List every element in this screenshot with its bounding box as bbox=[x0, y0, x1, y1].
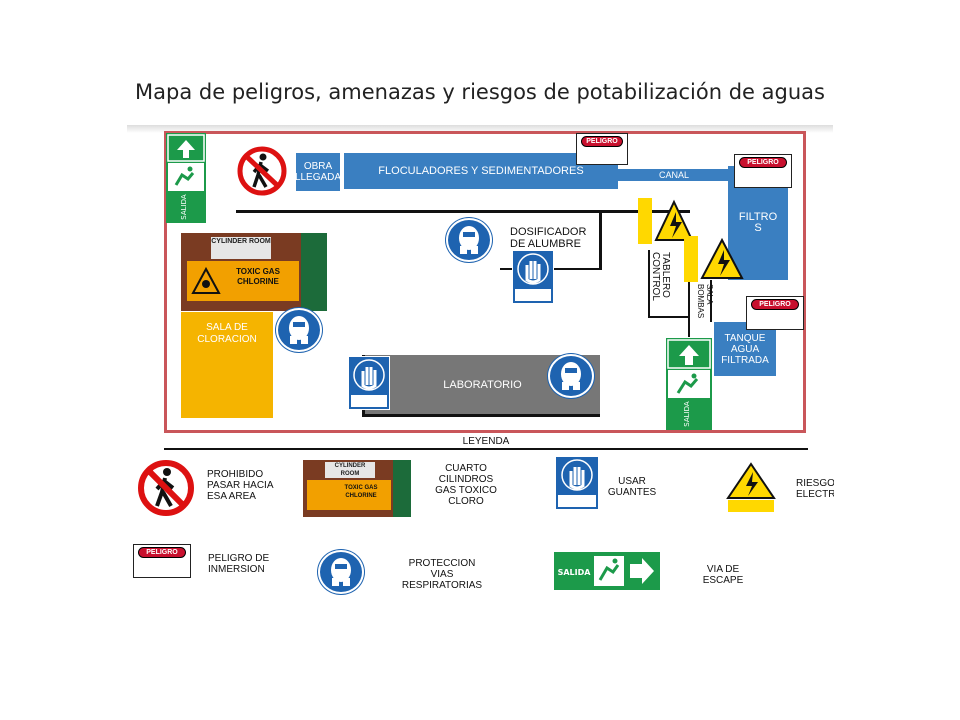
legend-gloves-icon bbox=[555, 456, 599, 510]
respirator-mask-icon bbox=[446, 218, 492, 262]
drowning-danger-sign: PELIGRO bbox=[576, 133, 628, 165]
exit-sign-vertical-left: SALIDA bbox=[166, 133, 206, 223]
toxic-gas-label: TOXIC GAS CHLORINE bbox=[344, 485, 378, 499]
danger-label: PELIGRO bbox=[739, 157, 787, 168]
respirator-mask-icon bbox=[276, 308, 322, 352]
danger-label: PELIGRO bbox=[138, 547, 186, 558]
svg-text:SALIDA: SALIDA bbox=[180, 194, 188, 220]
electrical-risk-icon bbox=[684, 236, 744, 282]
cylinder-room-photo: CYLINDER ROOM TOXIC GAS CHLORINE bbox=[181, 233, 327, 311]
area-sala-bombas: SALA BOMBAS bbox=[696, 284, 714, 319]
photo-side-panel bbox=[301, 233, 327, 311]
legend-cuarto-text: CUARTO CILINDROS GAS TOXICO CLORO bbox=[435, 463, 497, 507]
pipe-line-main bbox=[236, 210, 690, 213]
gloves-icon bbox=[348, 356, 390, 410]
legend-exit-sign: SALIDA bbox=[554, 552, 660, 590]
area-tablero-control: TABLERO CONTROL bbox=[650, 252, 671, 301]
wall-bombas-right bbox=[710, 280, 712, 322]
wall-tablero-bottom bbox=[648, 316, 690, 318]
drowning-danger-sign: PELIGRO bbox=[746, 296, 804, 330]
gloves-icon bbox=[512, 250, 554, 304]
legend-header: LEYENDA bbox=[462, 436, 510, 447]
area-canal: CANAL bbox=[618, 169, 730, 181]
legend-cylinder-room-photo: CYLINDER ROOM TOXIC GAS CHLORINE bbox=[303, 460, 411, 517]
area-dosificador: DOSIFICADOR DE ALUMBRE bbox=[510, 226, 587, 250]
area-tanque-agua: TANQUE AGUA FILTRADA bbox=[714, 322, 776, 376]
danger-label: PELIGRO bbox=[581, 136, 623, 147]
legend-respirator-icon bbox=[318, 550, 364, 594]
wall-bombas bbox=[688, 282, 690, 337]
legend-respiratorias-text: PROTECCION VIAS RESPIRATORIAS bbox=[401, 558, 483, 591]
legend-guantes-text: USAR GUANTES bbox=[607, 476, 657, 498]
area-floculadores: FLOCULADORES Y SEDIMENTADORES bbox=[344, 153, 618, 189]
legend-divider bbox=[164, 448, 808, 450]
svg-text:SALIDA: SALIDA bbox=[558, 568, 592, 577]
toxic-gas-sign bbox=[307, 480, 391, 510]
cylinder-room-label: CYLINDER ROOM bbox=[211, 237, 271, 259]
electrical-risk-icon bbox=[638, 198, 694, 244]
legend-danger-sign: PELIGRO bbox=[133, 544, 191, 578]
area-sala-cloracion: SALA DE CLORACION bbox=[181, 312, 273, 418]
legend-electrical-icon bbox=[722, 460, 780, 514]
area-obra-llegada: OBRA LLEGADA bbox=[295, 153, 341, 191]
danger-label: PELIGRO bbox=[751, 299, 799, 310]
legend-inmersion-text: PELIGRO DE INMERSION bbox=[208, 553, 270, 575]
exit-sign-vertical-right: SALIDA bbox=[666, 338, 712, 430]
svg-text:SALIDA: SALIDA bbox=[683, 401, 691, 427]
cylinder-room-label: CYLINDER ROOM bbox=[325, 462, 375, 478]
wall-tablero bbox=[648, 250, 650, 318]
map-top-edge bbox=[127, 125, 833, 133]
drowning-danger-sign: PELIGRO bbox=[734, 154, 792, 188]
warning-triangle-icon bbox=[191, 266, 221, 295]
toxic-gas-label: TOXIC GAS CHLORINE bbox=[236, 267, 280, 286]
prohibited-entry-icon bbox=[232, 145, 292, 197]
legend-prohibido-text: PROHIBIDO PASAR HACIA ESA AREA bbox=[207, 469, 274, 502]
respirator-mask-icon bbox=[548, 354, 594, 398]
legend-electrico-text: RIESGO ELECTRICO bbox=[796, 478, 834, 500]
page-title: Mapa de peligros, amenazas y riesgos de … bbox=[135, 80, 825, 104]
photo-side-panel bbox=[393, 460, 411, 517]
pipe-line-dosificador bbox=[599, 212, 602, 270]
legend-prohibited-icon bbox=[134, 458, 198, 518]
legend-escape-text: VIA DE ESCAPE bbox=[702, 564, 744, 586]
